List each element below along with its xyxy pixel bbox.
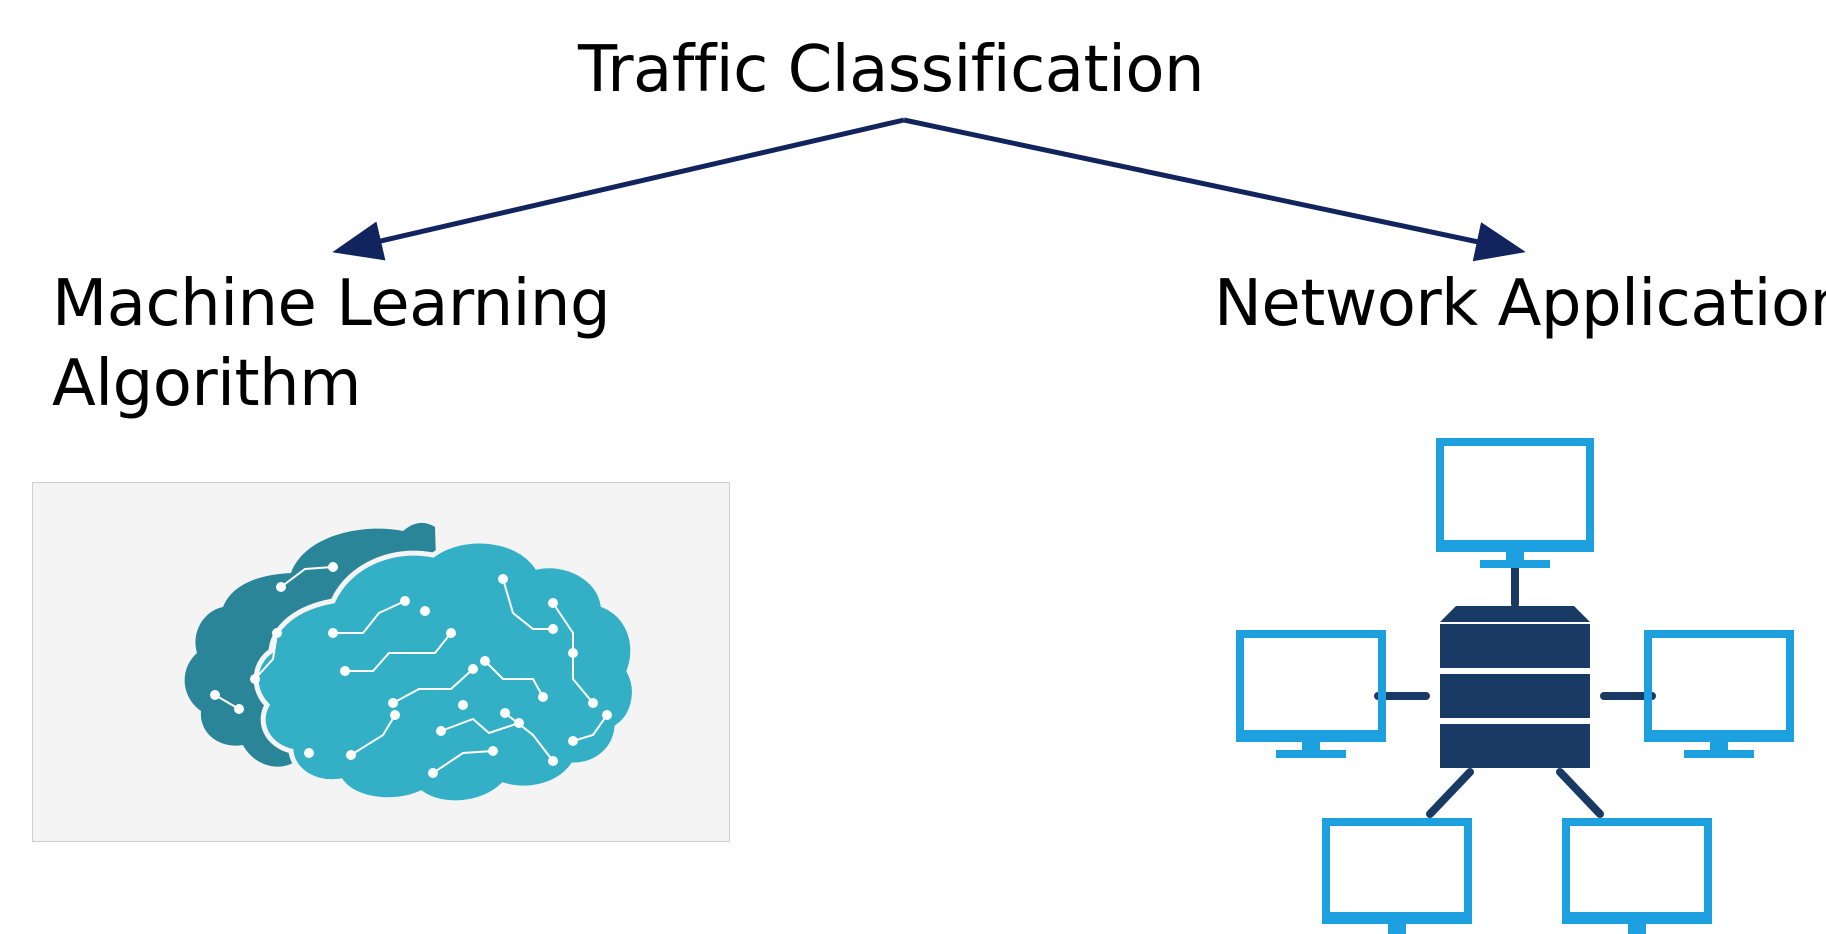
arrow-to-network-application [903, 117, 1526, 262]
monitor-icon-bottom-left [1322, 818, 1472, 934]
monitor-icon-left [1236, 630, 1386, 758]
server-icon [1440, 606, 1590, 768]
monitor-icon-bottom-right [1562, 818, 1712, 934]
machine-learning-label-line-2: Algorithm [52, 347, 361, 421]
monitor-icon-right [1644, 630, 1794, 758]
brain-circuit-icon [184, 522, 637, 806]
network-application-label: Network Application [1214, 267, 1826, 341]
brain-image-frame [32, 482, 730, 842]
arrow-to-machine-learning [332, 117, 905, 261]
machine-learning-label-line-1: Machine Learning [52, 267, 611, 341]
circuit-nodes [210, 562, 612, 778]
machine-learning-label: Machine Learning Algorithm [52, 264, 611, 424]
root-node-label: Traffic Classification [578, 33, 1205, 107]
network-topology-icon [1236, 438, 1794, 934]
brain-front-lobe [253, 538, 637, 806]
monitor-icon-top [1436, 438, 1594, 568]
